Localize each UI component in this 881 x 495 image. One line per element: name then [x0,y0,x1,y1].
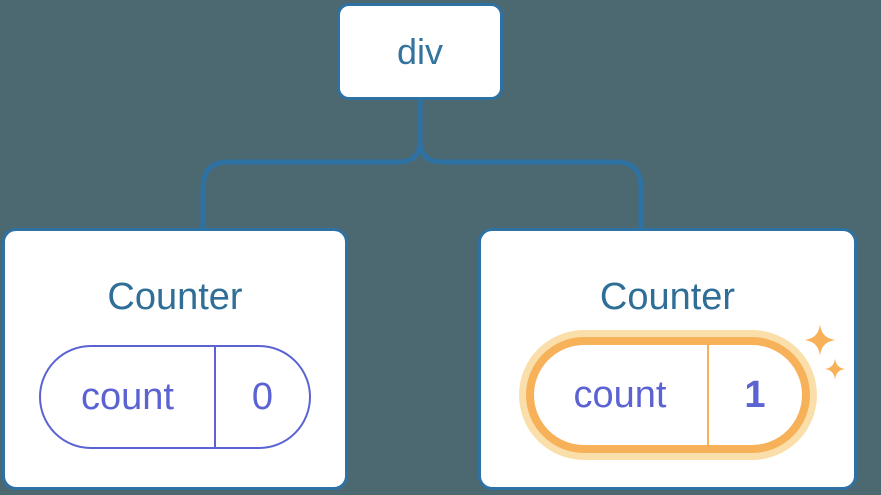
root-node-label: div [396,30,444,72]
root-node: div [337,3,503,100]
connector-right-branch [417,139,644,231]
component-title: Counter [107,276,243,318]
state-key: count [41,347,216,447]
component-title: Counter [599,276,736,318]
state-pill: count 0 [39,345,311,449]
state-value: 1 [744,373,766,416]
state-key: count [534,345,709,445]
sparkles-icon [804,324,846,380]
connector-left-branch [200,139,423,231]
counter-card-right: Counter count 1 [478,228,857,490]
state-pill-highlighted: count 1 [525,337,810,453]
counter-card-left: Counter count 0 [2,228,348,490]
state-value: 0 [251,375,274,418]
